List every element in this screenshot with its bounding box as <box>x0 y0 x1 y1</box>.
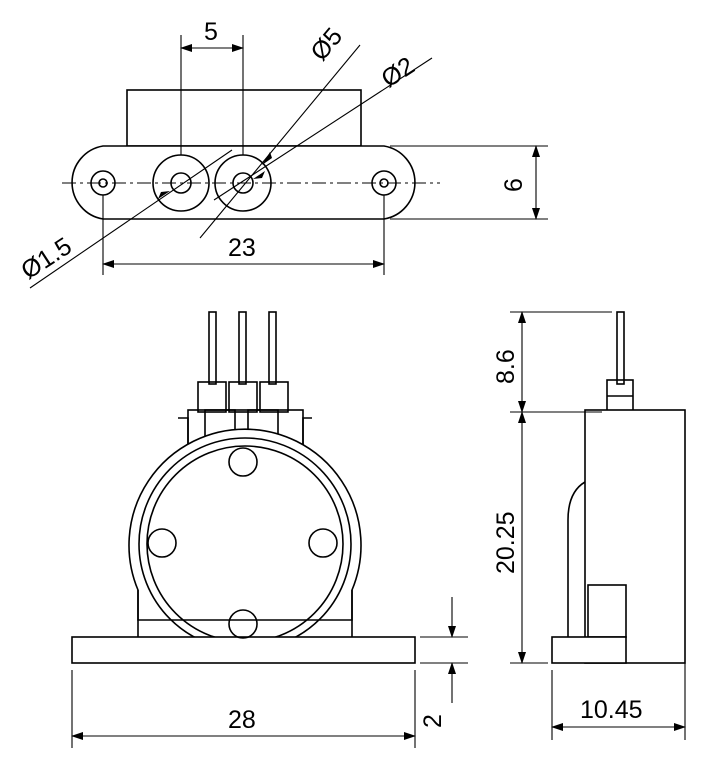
top-view-housing <box>126 89 362 147</box>
dim-text-20-25: 20.25 <box>492 511 520 574</box>
front-hole-left <box>147 528 177 558</box>
side-base <box>551 636 627 664</box>
top-view-flange <box>71 145 416 220</box>
front-view: 28 2 <box>71 311 468 748</box>
front-pin-3 <box>268 311 277 385</box>
dim-text-6: 6 <box>500 178 528 192</box>
front-pin-1 <box>208 311 217 385</box>
front-hole-bottom <box>228 609 258 639</box>
front-body <box>128 428 362 621</box>
side-body <box>584 409 686 664</box>
dim-text-2: 2 <box>419 714 447 728</box>
top-view-left-hole-center <box>98 178 108 188</box>
dim-text-5: 5 <box>204 18 218 46</box>
top-view-pin-a-inner <box>170 172 192 194</box>
front-hole-top <box>228 447 258 477</box>
side-view: 8.6 20.25 10.45 <box>492 311 686 740</box>
dim-text-23: 23 <box>228 234 256 262</box>
dim-text-diameter-2: Ø2 <box>376 52 419 94</box>
top-view-pin-b-inner <box>232 172 254 194</box>
dim-text-diameter-5: Ø5 <box>305 23 348 67</box>
dim-text-10-45: 10.45 <box>580 696 643 724</box>
side-pin <box>616 311 625 385</box>
top-view: 5 Ø5 Ø2 Ø1.5 23 6 <box>16 18 548 289</box>
front-pin-2 <box>238 311 247 385</box>
leader-diameter-5 <box>199 44 361 239</box>
front-base <box>71 636 416 664</box>
leader-diameter-2 <box>213 57 433 201</box>
front-hole-right <box>308 528 338 558</box>
leader-diameter-1-5 <box>29 149 233 289</box>
dim-text-8-6: 8.6 <box>492 349 520 384</box>
top-view-right-hole-center <box>379 178 389 188</box>
dim-text-28: 28 <box>228 706 256 734</box>
